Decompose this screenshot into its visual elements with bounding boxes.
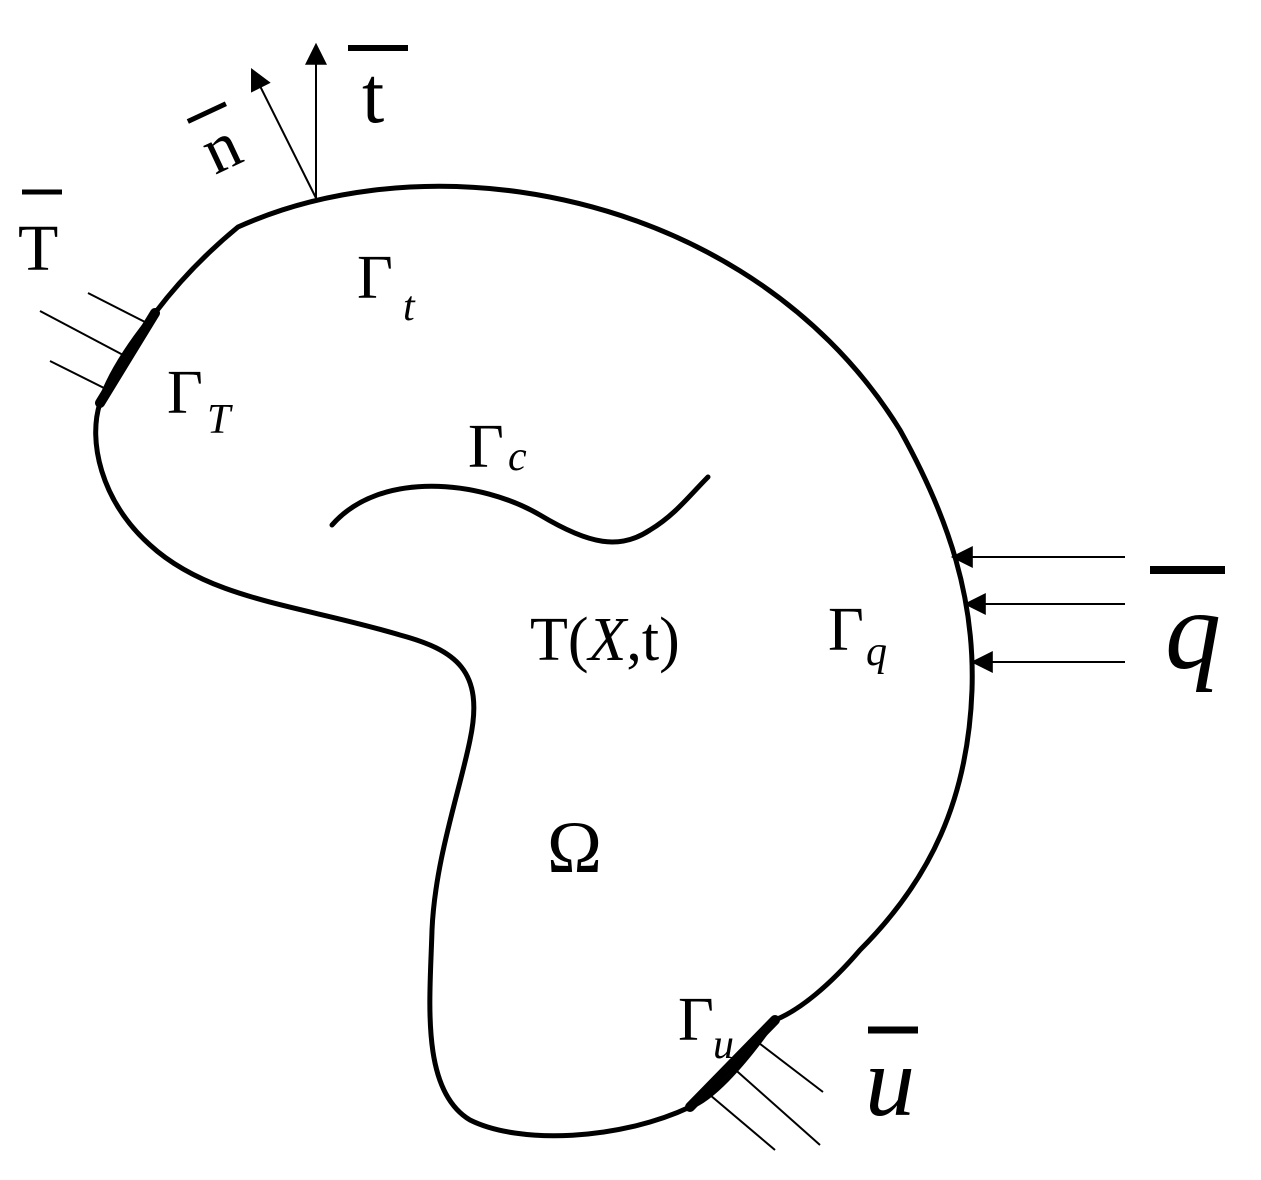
svg-text:Γ: Γ: [167, 359, 203, 427]
boundary-segment-T: [95, 308, 160, 408]
hatch-T: [39, 292, 146, 391]
svg-text:Γ: Γ: [468, 413, 504, 481]
temperature-bc-label: T: [18, 189, 62, 285]
traction-vector-label: t: [348, 45, 408, 140]
svg-text:T: T: [207, 397, 233, 443]
field-label: T(X,t): [530, 606, 680, 674]
crack-curve: [329, 474, 711, 545]
svg-text:t: t: [403, 284, 416, 330]
svg-text:T: T: [18, 212, 58, 285]
normal-vector-label: n: [186, 101, 252, 189]
svg-text:q: q: [866, 629, 887, 675]
svg-text:q: q: [1165, 569, 1221, 693]
domain-boundary: [93, 183, 975, 1139]
boundary-t-label: Γ t: [357, 244, 416, 330]
flux-arrows: [950, 546, 1125, 673]
hatch-u: [709, 1039, 824, 1151]
svg-text:Γ: Γ: [828, 596, 864, 664]
boundary-q-label: Γ q: [828, 596, 887, 675]
boundary-segment-u: [685, 1015, 780, 1112]
boundary-T-label: Γ T: [167, 359, 233, 443]
svg-text:u: u: [865, 1026, 915, 1137]
boundary-c-label: Γ c: [468, 413, 527, 481]
svg-text:c: c: [508, 434, 527, 480]
displacement-bc-label: u: [865, 1026, 918, 1137]
domain-label: Ω: [547, 807, 602, 889]
normal-vector-arrow: [251, 68, 317, 199]
svg-text:t: t: [362, 52, 384, 140]
boundary-u-label: Γ u: [678, 986, 734, 1068]
svg-text:u: u: [713, 1022, 734, 1068]
svg-text:Γ: Γ: [678, 986, 714, 1054]
flux-bc-label: q: [1150, 566, 1225, 693]
svg-text:Γ: Γ: [357, 244, 393, 312]
